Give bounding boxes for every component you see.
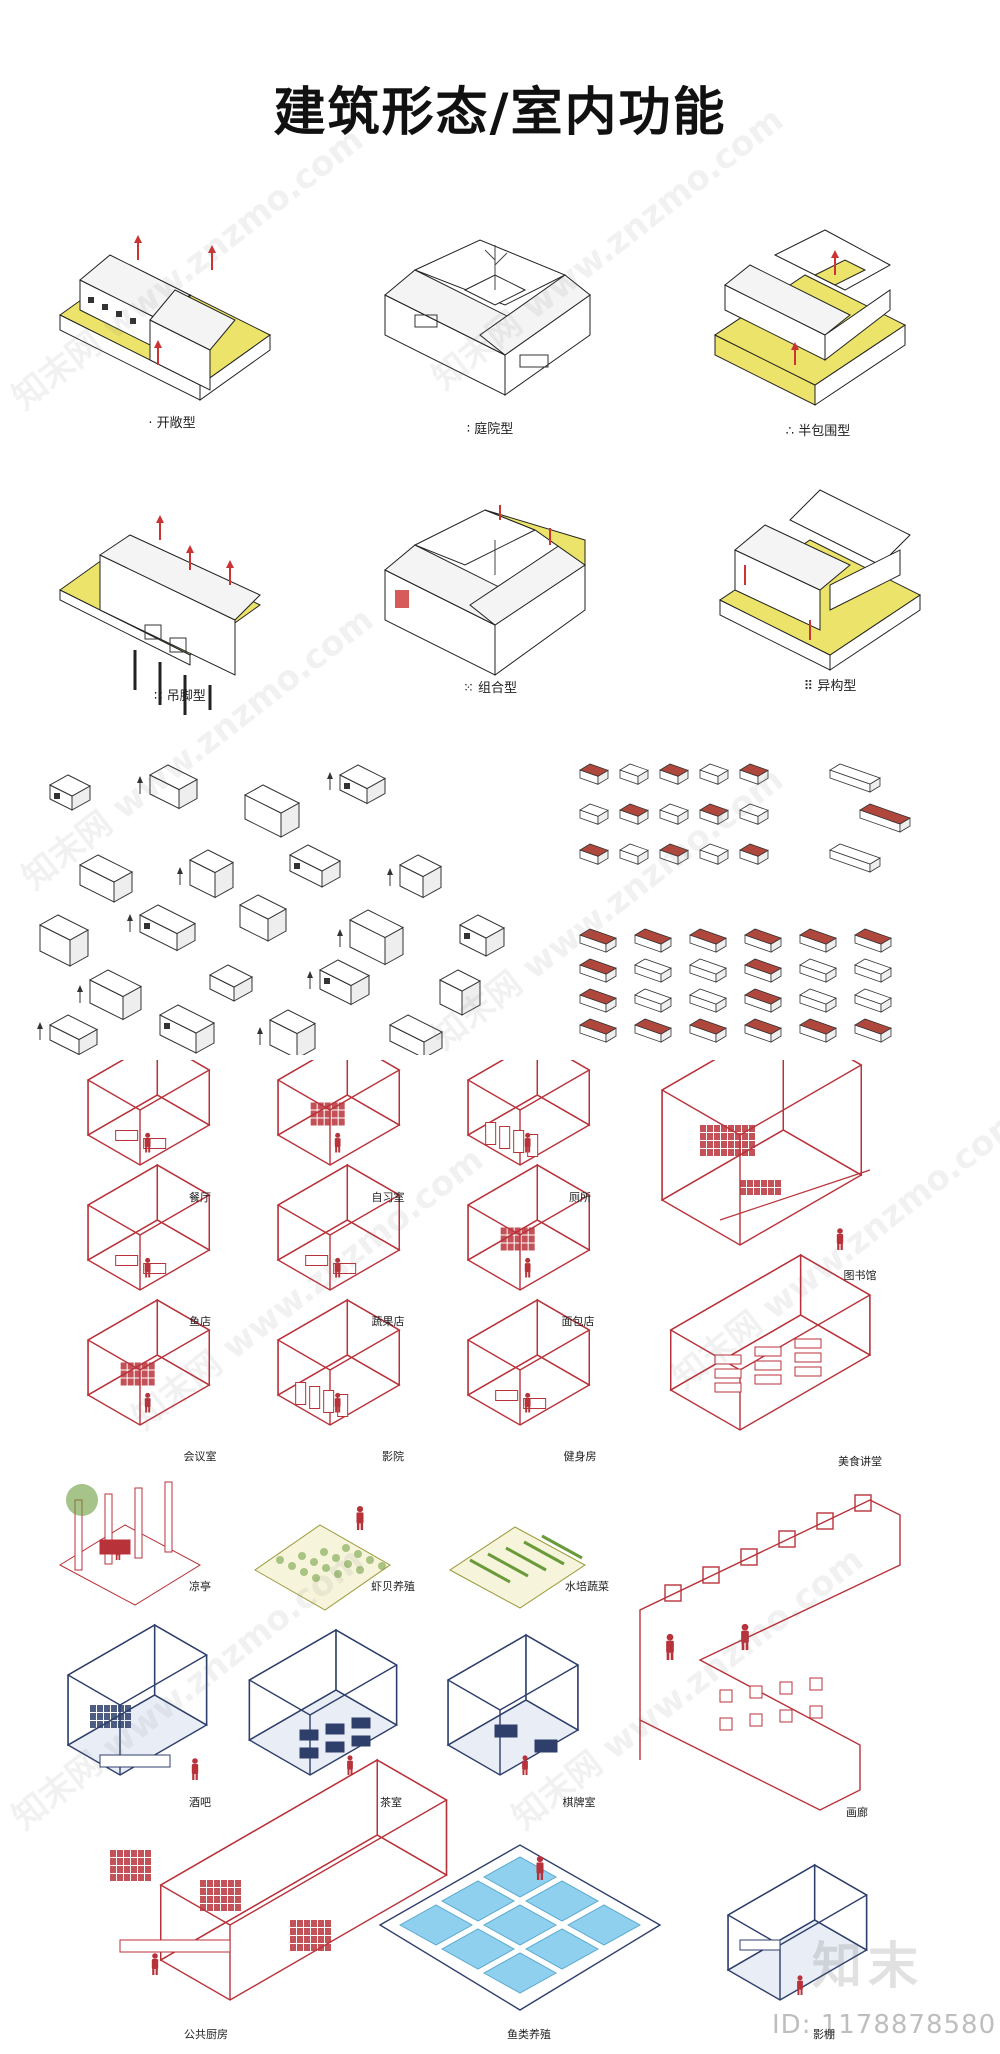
massing-grid	[579, 763, 911, 1043]
function-caption-study-room: 自习室	[371, 1191, 405, 1204]
massing-sketch	[257, 1009, 317, 1055]
massing-sketch	[37, 1014, 99, 1055]
massing-study-grid	[579, 763, 911, 1043]
room-study-room	[276, 1060, 401, 1166]
building-forms-diagram	[59, 229, 921, 715]
form-semi-enclosed-type	[714, 229, 906, 406]
function-caption-bar: 酒吧	[189, 1796, 211, 1809]
function-caption-gym: 健身房	[563, 1450, 597, 1463]
massing-sketch	[38, 914, 90, 967]
form-caption-heterogeneous: ⠿ 异构型	[803, 679, 857, 694]
massing-sketch	[438, 969, 482, 1016]
function-caption-shrimp-farm: 虾贝养殖	[371, 1580, 415, 1593]
massing-sketch	[177, 849, 235, 899]
page-title: 建筑形态/室内功能	[273, 83, 727, 143]
form-stilted-type	[59, 515, 261, 715]
interior-functions-diagram	[58, 1060, 901, 2011]
function-caption-studio: 影棚	[813, 2028, 835, 2041]
massing-sketch	[307, 959, 371, 1006]
function-caption-grocery: 蔬果店	[371, 1315, 405, 1328]
function-caption-cinema: 影院	[382, 1450, 404, 1463]
function-caption-bakery: 面包店	[561, 1315, 595, 1328]
room-food-lecture	[669, 1253, 872, 1431]
form-open-type	[59, 235, 271, 401]
function-caption-fish-shop: 鱼店	[189, 1315, 211, 1328]
room-chess-room	[446, 1633, 580, 1776]
function-caption-meeting-room: 会议室	[183, 1450, 217, 1463]
room-gym	[466, 1298, 591, 1426]
room-hydroponics	[449, 1526, 586, 1609]
room-cinema	[276, 1298, 401, 1426]
room-library	[660, 1060, 871, 1250]
massing-sketch	[288, 844, 342, 888]
massing-sketch	[387, 854, 443, 899]
form-caption-stilted: ∷ 吊脚型	[154, 689, 206, 704]
function-caption-tea-room: 茶室	[380, 1796, 402, 1809]
form-caption-courtyard: ∶ 庭院型	[466, 422, 514, 437]
massing-sketch	[337, 909, 405, 966]
form-caption-open: · 开敞型	[148, 416, 196, 431]
form-caption-combined: ⁙ 组合型	[462, 681, 518, 696]
function-caption-fish-farm: 鱼类养殖	[507, 2028, 551, 2041]
massing-sketch	[243, 784, 301, 838]
room-meeting-room	[86, 1298, 211, 1426]
room-public-kitchen	[110, 1758, 448, 2001]
room-bar	[66, 1623, 208, 1780]
room-restaurant	[86, 1060, 211, 1166]
function-caption-food-lecture: 美食讲堂	[838, 1455, 882, 1468]
massing-sketch	[458, 914, 506, 957]
massing-sketch	[158, 1004, 216, 1054]
massing-sketch	[327, 764, 387, 805]
room-toilet	[466, 1060, 591, 1166]
massing-sketch	[238, 894, 288, 942]
room-pavilion	[58, 1481, 202, 1606]
room-bakery	[466, 1163, 591, 1291]
room-fish-farm	[378, 1844, 662, 2011]
massing-sketch	[137, 764, 199, 810]
watermark-id: ID: 1178878580	[772, 2010, 997, 2040]
massing-study-sketches	[37, 764, 506, 1055]
massing-sketch	[208, 964, 254, 1002]
form-caption-semi-enclosed: ∴ 半包围型	[785, 424, 851, 439]
room-studio	[726, 1863, 868, 2001]
room-grocery	[276, 1163, 401, 1291]
room-fish-shop	[86, 1163, 211, 1291]
function-caption-chess-room: 棋牌室	[562, 1796, 596, 1809]
function-caption-hydroponics: 水培蔬菜	[565, 1580, 609, 1593]
room-gallery	[639, 1494, 901, 1811]
massing-sketch	[77, 969, 143, 1021]
massing-sketch	[388, 1014, 444, 1055]
massing-sketch	[127, 904, 197, 952]
massing-sketch	[78, 854, 134, 903]
massing-sketch	[48, 774, 92, 811]
room-tea-room	[247, 1628, 398, 1776]
function-caption-toilet: 厕所	[569, 1191, 591, 1204]
form-courtyard-type	[384, 239, 591, 396]
function-caption-restaurant: 餐厅	[189, 1191, 211, 1204]
room-shrimp-farm	[254, 1506, 391, 1611]
watermark-logo: 知末	[812, 1937, 924, 1995]
function-caption-gallery: 画廊	[846, 1806, 868, 1819]
form-heterogeneous-type	[719, 489, 921, 671]
form-combined-type	[384, 505, 586, 676]
function-caption-library: 图书馆	[843, 1269, 877, 1282]
function-caption-public-kitchen: 公共厨房	[184, 2028, 228, 2041]
function-caption-pavilion: 凉亭	[189, 1580, 211, 1593]
